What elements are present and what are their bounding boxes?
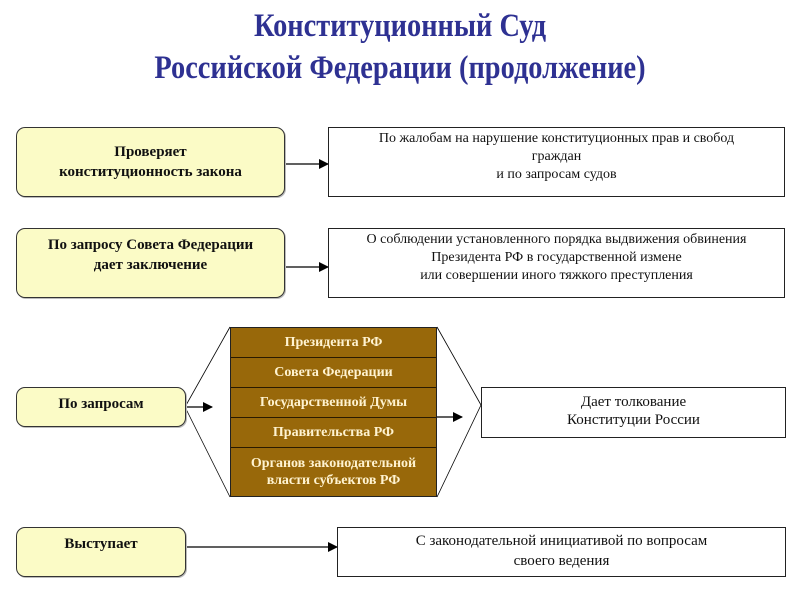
authority-label: Правительства РФ — [272, 425, 395, 440]
fan-right-top — [436, 326, 482, 406]
function-label: Выступает — [64, 536, 138, 552]
description-box-complaints: По жалобам на нарушение конституционных … — [328, 127, 785, 197]
description-line: Дает толкование — [580, 394, 687, 410]
description-line: О соблюдении установленного порядка выдв… — [366, 232, 747, 247]
authority-row-state-duma: Государственной Думы — [231, 388, 436, 418]
function-label-line1: По запросу Совета Федерации — [47, 237, 254, 253]
description-line: граждан — [531, 149, 582, 164]
authority-row-federation-council: Совета Федерации — [231, 358, 436, 388]
function-box-by-requests: По запросам — [16, 387, 186, 427]
function-label-line1: Проверяет — [114, 144, 187, 160]
authority-label: Государственной Думы — [259, 395, 408, 410]
authority-label: Органов законодательной власти субъектов… — [250, 456, 417, 488]
description-line: своего ведения — [513, 553, 610, 569]
description-line: С законодательной инициативой по вопроса… — [415, 533, 708, 549]
title-line-2: Российской Федерации (продолжение) — [154, 50, 646, 86]
function-box-acts: Выступает — [16, 527, 186, 577]
authority-label: Президента РФ — [284, 335, 383, 350]
function-box-checks-constitutionality: Проверяет конституционность закона — [16, 127, 285, 197]
description-box-interpretation: Дает толкование Конституции России — [481, 387, 786, 438]
authority-row-regional-legislatures: Органов законодательной власти субъектов… — [231, 448, 436, 496]
description-line: Президента РФ в государственной измене — [431, 250, 682, 265]
fan-left-top — [184, 326, 231, 408]
authorities-table: Президента РФ Совета Федерации Государст… — [230, 327, 437, 497]
function-label-line2: конституционность закона — [59, 164, 242, 180]
function-label-line2: дает заключение — [93, 257, 208, 273]
authority-row-government: Правительства РФ — [231, 418, 436, 448]
description-line: Конституции России — [567, 412, 700, 428]
description-line: или совершении иного тяжкого преступлени… — [420, 268, 693, 283]
function-label: По запросам — [58, 396, 144, 412]
description-line: и по запросам судов — [496, 167, 617, 182]
description-box-impeachment: О соблюдении установленного порядка выдв… — [328, 228, 785, 298]
fan-right-bottom — [436, 404, 482, 498]
authority-label: Совета Федерации — [274, 365, 393, 380]
fan-left-bottom — [184, 406, 231, 498]
title-line-1: Конституционный Суд — [253, 8, 547, 44]
authority-row-president: Президента РФ — [231, 328, 436, 358]
description-box-legislative-initiative: С законодательной инициативой по вопроса… — [337, 527, 786, 577]
description-line: По жалобам на нарушение конституционных … — [378, 131, 735, 146]
function-box-federation-council-opinion: По запросу Совета Федерации дает заключе… — [16, 228, 285, 298]
